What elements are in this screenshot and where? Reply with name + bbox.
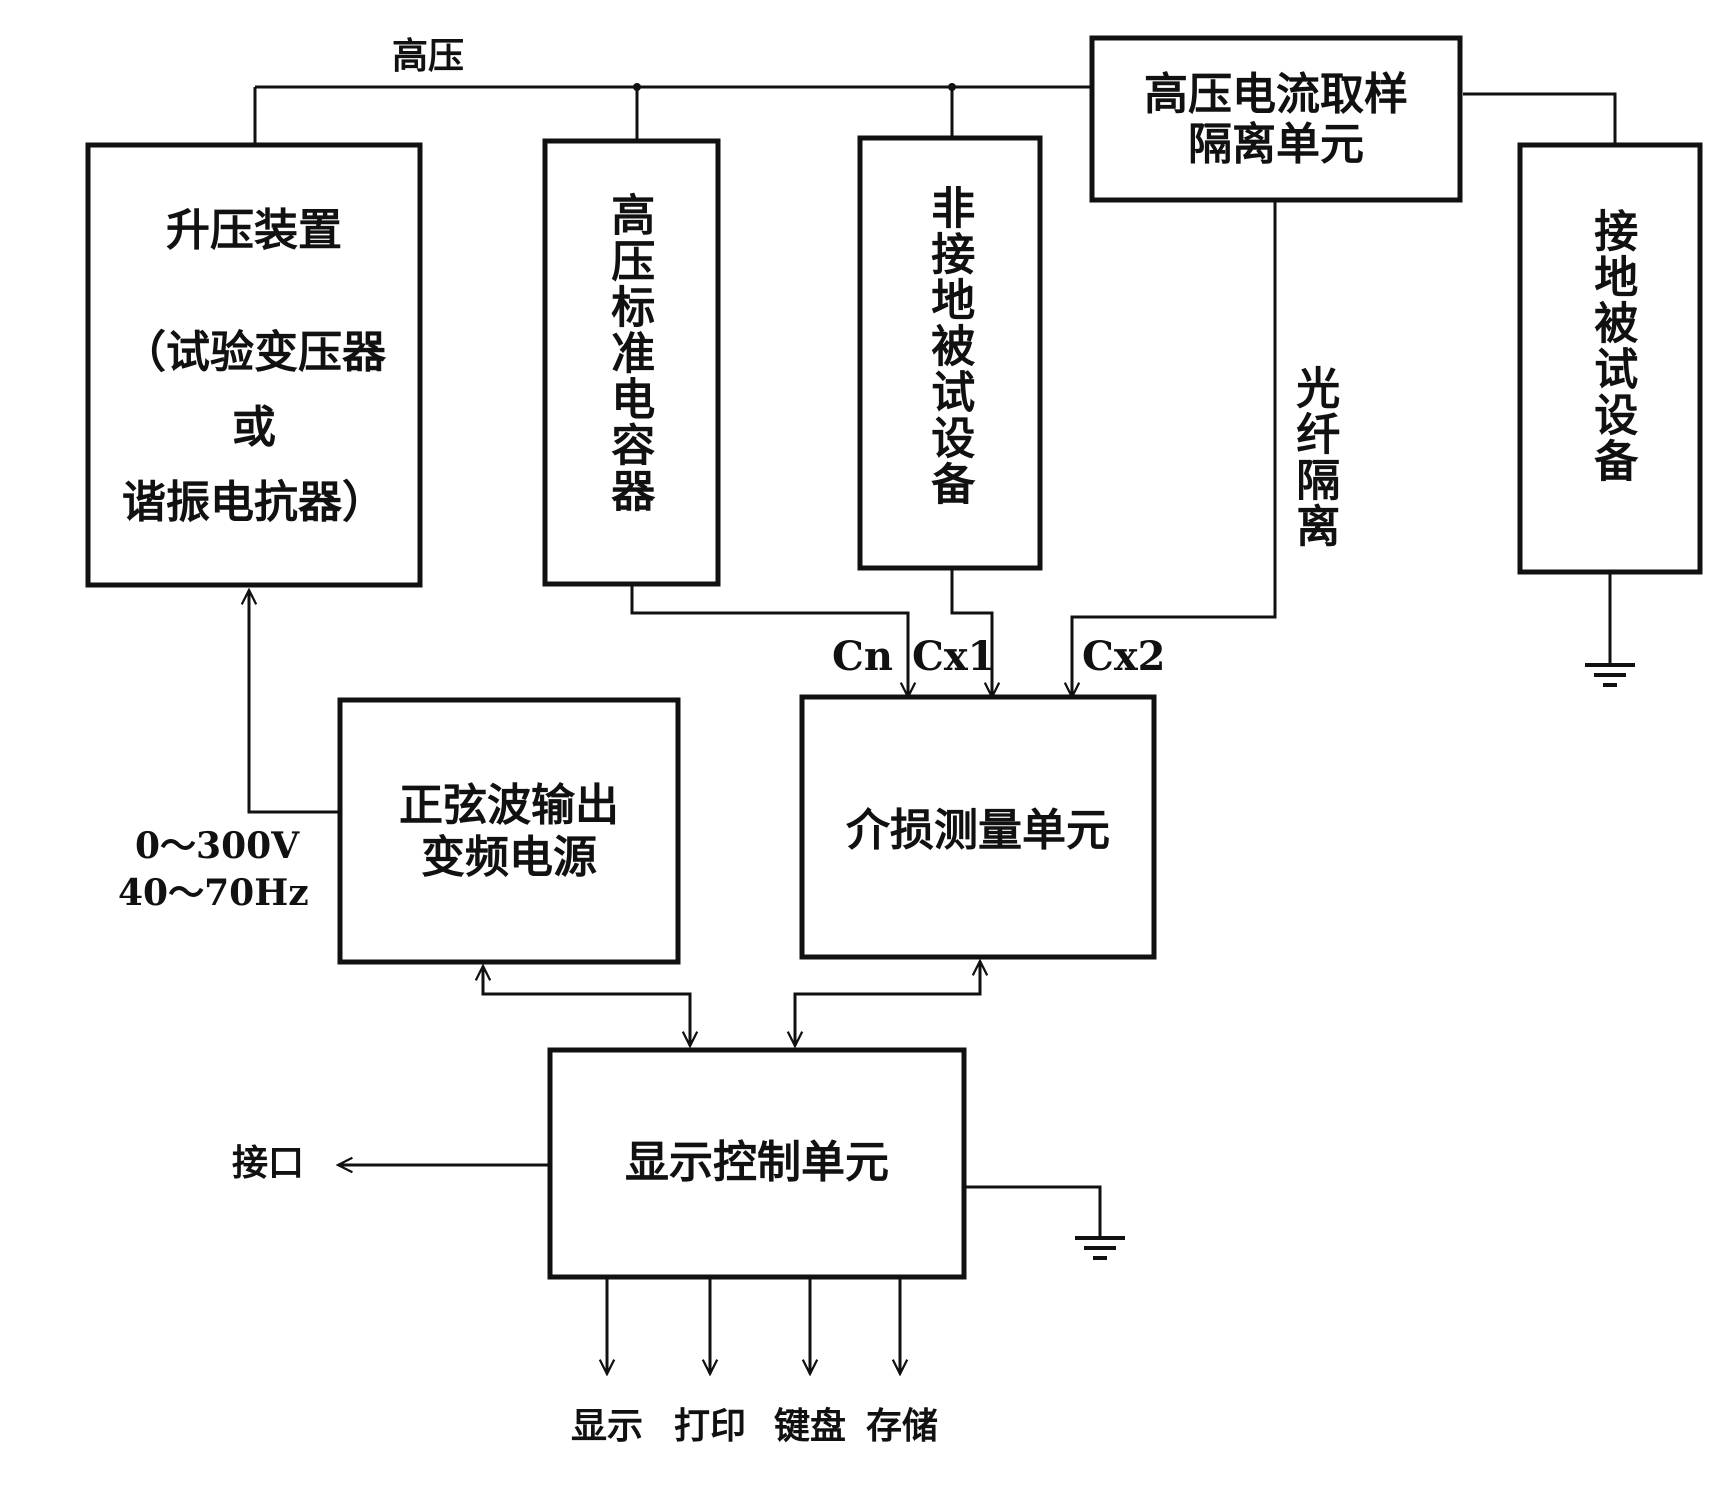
grounded-dut-box [1517,142,1703,575]
grounded-dut-label: 接地被试设备 [1586,208,1638,484]
display-ctrl-box [547,1047,967,1280]
output-display-label: 显示 [570,1405,643,1447]
vf-source-line-1: 正弦波输出 [399,780,619,831]
output-keyboard-label: 键盘 [773,1405,846,1447]
cx1-signal-line [950,568,992,697]
hv-std-cap-box [542,138,721,587]
fiber-isolation-label: 光纤隔离 [1288,365,1340,549]
voltage-range-label: 0～300V [135,825,300,867]
dl-unit-box [799,694,1157,960]
hv-bus-line-right [1463,92,1617,145]
vf-source-box [337,697,681,965]
hv-bus-label: 高压 [392,35,465,77]
output-storage-label: 存储 [865,1405,938,1447]
vf-ctrl-link [483,966,690,1046]
vf-source-line-2: 变频电源 [421,832,597,883]
frequency-range-label: 40～70Hz [118,872,309,914]
ungrounded-dut-label: 非接地被试设备 [923,185,975,507]
ungrounded-dut-box [857,135,1043,571]
booster-line-3: 或 [232,402,276,453]
booster-line-4: 谐振电抗器） [122,477,386,528]
junction-dot [948,83,956,91]
booster-title: 升压装置 [166,205,342,256]
cn-signal-line [630,584,908,697]
display-ctrl-label: 显示控制单元 [625,1137,889,1188]
cx2-port-label: Cx2 [1082,633,1166,680]
vf-to-booster-line [249,590,340,814]
dl-ctrl-link [795,961,980,1046]
hv-current-iso-line-2: 隔离单元 [1188,119,1364,170]
cn-port-label: Cn [832,633,893,680]
hv-std-cap-label: 高压标准电容器 [603,192,655,514]
dl-unit-label: 介损测量单元 [846,805,1110,856]
cx1-port-label: Cx1 [912,633,996,680]
output-print-label: 打印 [673,1405,746,1447]
ground-symbol [1075,1236,1125,1260]
interface-label: 接口 [232,1142,305,1184]
booster-box [85,142,423,588]
junction-dot [633,83,641,91]
ground-symbol [1585,663,1635,687]
booster-line-2: （试验变压器 [122,327,386,378]
ctrl-ground-line [964,1185,1102,1238]
cx2-signal-line [1072,200,1277,697]
hv-current-iso-line-1: 高压电流取样 [1144,69,1408,120]
hv-current-iso-box [1089,35,1463,203]
